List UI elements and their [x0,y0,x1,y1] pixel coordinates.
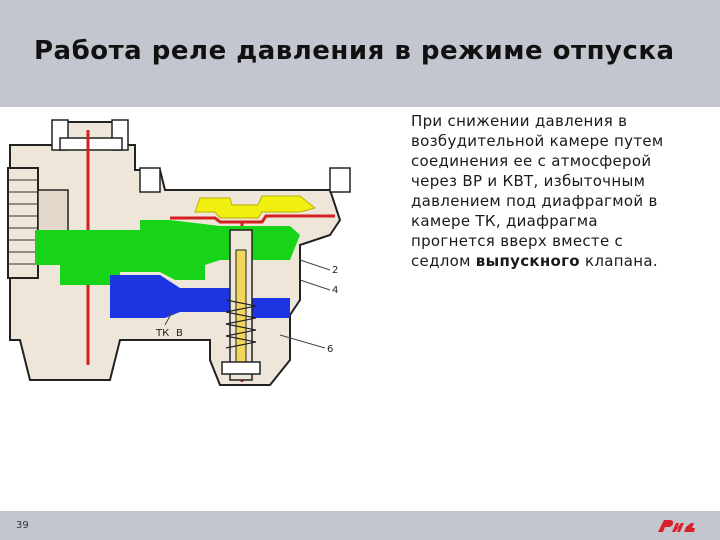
body-line: давлением под диафрагмой в [411,192,658,210]
footer-band [0,511,720,540]
valve-seat [221,361,261,375]
label-6: 6 [327,344,333,355]
body-line: через ВР и КВТ, избыточным [411,172,646,190]
body-text-segment: седлом [411,252,476,270]
label-v: В [176,328,183,339]
leader-6 [279,334,326,349]
flange-bolt-right [329,167,351,193]
pipe-thread [8,179,38,265]
valve-spring [225,299,257,349]
red-diaphragm [170,214,335,224]
body-line: соединения ее с атмосферой [411,152,652,170]
body-line: камере ТК, диафрагма [411,212,598,230]
leader-tk [164,311,173,326]
pipe-fitting [7,167,39,279]
body-text-bold: выпускного [475,252,580,270]
label-4: 4 [332,285,338,296]
body-line-last: седлом выпускного клапана. [411,251,711,271]
body-line: При снижении давления в [411,112,628,130]
leader-2 [299,259,331,271]
body-line: прогнется вверх вместе с [411,232,624,250]
leader-4 [299,279,331,291]
body-line: возбудительной камере путем [411,132,664,150]
slide-title: Работа реле давления в режиме отпуска [34,36,675,66]
label-tk: ТК [155,328,169,339]
header-band [0,0,720,107]
body-text: При снижении давления в возбудительной к… [411,111,711,271]
flange-bolt-left [139,167,161,193]
label-2: 2 [332,265,338,276]
pressure-relay-diagram: ТК В 2 4 6 [7,119,351,386]
rzd-logo [658,520,695,532]
yellow-chamber [194,195,317,219]
page-number: 39 [16,520,29,531]
bolt-bar [59,137,123,151]
valve-inner [235,249,247,366]
body-text-segment: клапана. [579,252,658,270]
